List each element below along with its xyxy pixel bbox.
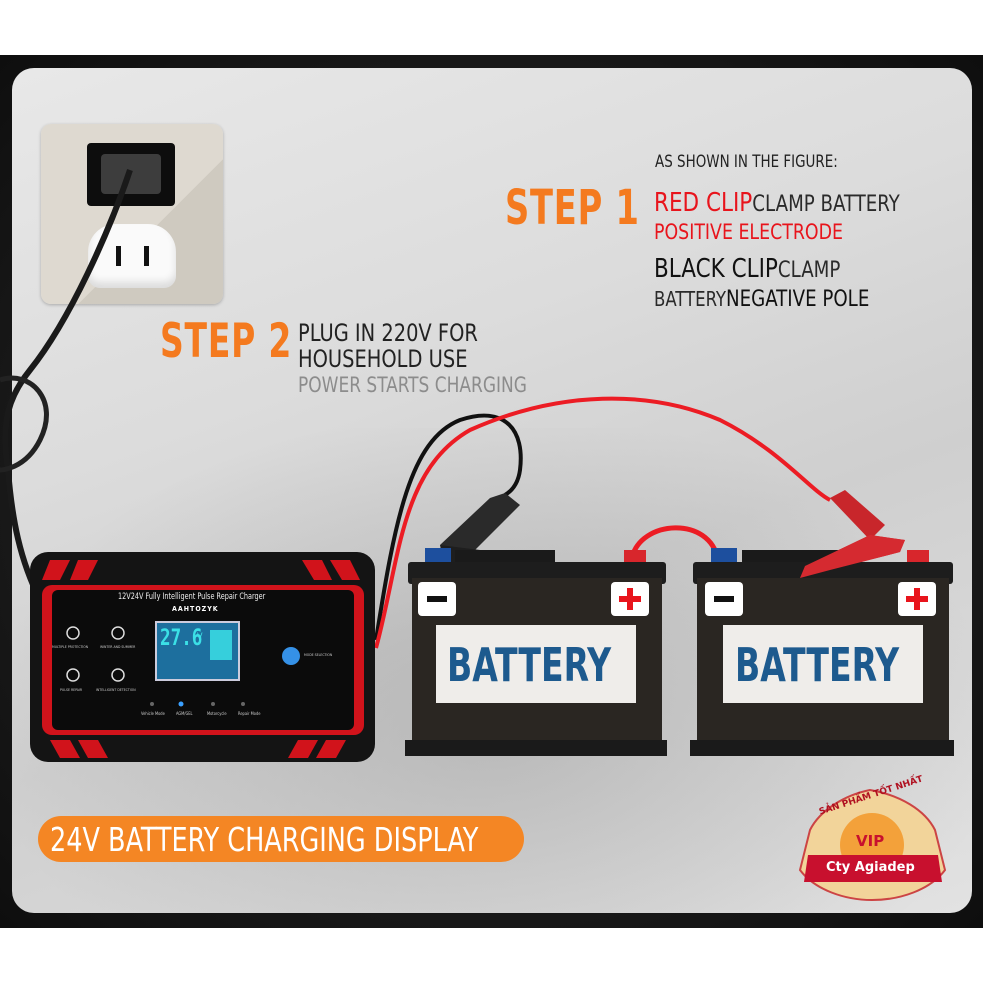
step-1-intro: AS SHOWN IN THE FIGURE: [655,152,838,172]
power-cord [2,169,133,602]
feature-label: WINTER AND SUMMER [100,645,136,649]
socket-slot-right [144,246,149,266]
charger-brand: AAHTOZYK [172,605,219,613]
black-clip-line2-a: BATTERY [654,287,727,311]
mode-label: Motorcycle [207,711,227,716]
led-motorcycle [211,702,215,706]
charging-display-banner: 24V BATTERY CHARGING DISPLAY [38,816,524,862]
led-repair [241,702,245,706]
badge-ribbon: Cty Agiadep [826,860,915,875]
red-clip-text: CLAMP BATTERY [752,192,900,217]
step-2-label: STEP 2 [160,314,293,369]
wrench-icon [66,668,80,682]
mode-label: AGM/GEL [176,711,193,716]
socket-slot-left [116,246,121,266]
vip-badge [798,788,947,902]
black-clip-text: CLAMP [777,258,841,283]
battery-2-label: BATTERY [735,638,900,692]
black-clip-highlight: BLACK CLIP [654,254,778,284]
battery-2 [690,548,954,756]
step-2-line3: POWER STARTS CHARGING [298,373,527,397]
feature-label: PULSE REPAIR [60,688,83,692]
battery-1 [405,548,667,756]
step-2-line1: PLUG IN 220V FOR [298,319,478,347]
charger [30,552,375,762]
step-1-label: STEP 1 [505,180,640,236]
black-clip-instruction: BLACK CLIPCLAMP [654,254,840,284]
mode-label: Vehicle Mode [141,711,165,716]
jumper-cable [629,525,721,561]
charger-title: 12V24V Fully Intelligent Pulse Repair Ch… [118,592,266,602]
step-2-line2: HOUSEHOLD USE [298,345,468,373]
fingerprint-icon [282,647,300,665]
battery-label-bg [723,625,923,703]
black-cable [374,413,523,641]
banner-text: 24V BATTERY CHARGING DISPLAY [50,820,479,859]
mode-label: Repair Mode [238,711,261,716]
red-clip-jaw [800,535,905,578]
lcd-unit: V [197,632,203,642]
pulse-icon [111,668,125,682]
red-clip-line2: POSITIVE ELECTRODE [654,220,843,244]
battery-label-bg [436,625,636,703]
black-clip-line2: BATTERYNEGATIVE POLE [654,287,869,312]
red-cable [374,396,831,649]
lcd-battery-bars [210,630,232,660]
terminal-negative [425,548,451,564]
power-cord-loop [0,375,49,473]
mode-selection-button[interactable]: MODE SELECTION [304,653,333,657]
lcd-voltage: 27.6 [160,626,203,651]
season-icon [111,626,125,640]
black-clip-line2-b: NEGATIVE POLE [726,287,870,312]
feature-label: INTELLIGENT DETECTION [96,688,136,692]
shield-icon [66,626,80,640]
feature-label: MULTIPLE PROTECTION [52,645,89,649]
red-clip-instruction: RED CLIPCLAMP BATTERY [654,188,900,218]
terminal-negative [711,548,737,564]
led-agm [178,701,184,707]
badge-vip: VIP [856,832,885,850]
led-vehicle [150,702,154,706]
battery-1-label: BATTERY [447,638,612,692]
red-clip-highlight: RED CLIP [654,188,753,218]
